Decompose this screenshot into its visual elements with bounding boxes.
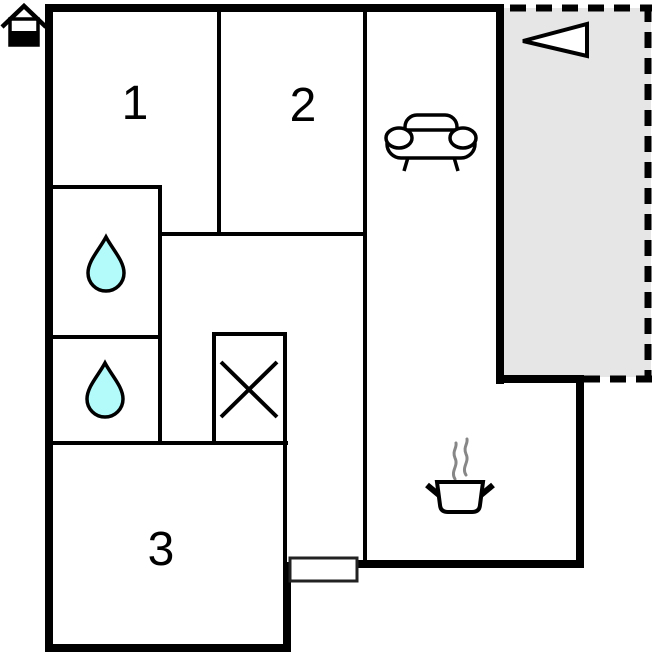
wall-room3-right-upper <box>283 441 287 566</box>
wall-kitchen-bottom <box>357 560 584 568</box>
wall-left <box>45 4 53 652</box>
water-drop-shape <box>86 233 126 293</box>
wall-room1-bottom <box>45 185 161 189</box>
wall-living-left <box>363 4 367 564</box>
house-icon <box>0 2 48 47</box>
shower-cross-line <box>219 360 279 419</box>
room-2-label: 2 <box>290 79 317 132</box>
wall-bathrooms-right <box>158 185 162 445</box>
sofa-armrest <box>448 126 478 150</box>
wall-kitchen-right <box>576 375 584 568</box>
steam-line <box>462 437 469 477</box>
terrace-floor <box>503 8 651 377</box>
house-base <box>10 31 38 45</box>
wall-room1-room2-divider <box>217 4 221 236</box>
wall-room3-top <box>45 441 288 445</box>
inner-walls <box>45 4 367 566</box>
sofa-armrest <box>384 126 414 150</box>
terrace-area <box>503 4 652 383</box>
sofa-icon <box>384 113 478 172</box>
house-roof <box>0 2 48 29</box>
wall-terrace-left <box>496 4 504 384</box>
wall-bottom <box>45 644 291 652</box>
left-arrow-icon <box>522 21 589 59</box>
outer-walls <box>45 4 584 652</box>
water-drop-shape <box>85 359 125 419</box>
steam-line <box>451 441 458 481</box>
door-rectangle <box>288 556 359 583</box>
pot-body <box>434 480 486 514</box>
water-drop-icon <box>85 359 125 419</box>
wall-bathroom-divider <box>45 335 161 339</box>
steaming-pot-icon <box>425 437 495 514</box>
wall-room3-right-lower <box>283 562 291 652</box>
room-3-label: 3 <box>148 523 175 576</box>
wall-hallway-top <box>158 232 367 236</box>
wall-terrace-bottom <box>496 375 584 383</box>
shower-crossed-square-icon <box>212 332 287 445</box>
water-drop-icon <box>86 233 126 293</box>
room-1-label: 1 <box>122 77 149 130</box>
wall-top <box>45 4 503 12</box>
